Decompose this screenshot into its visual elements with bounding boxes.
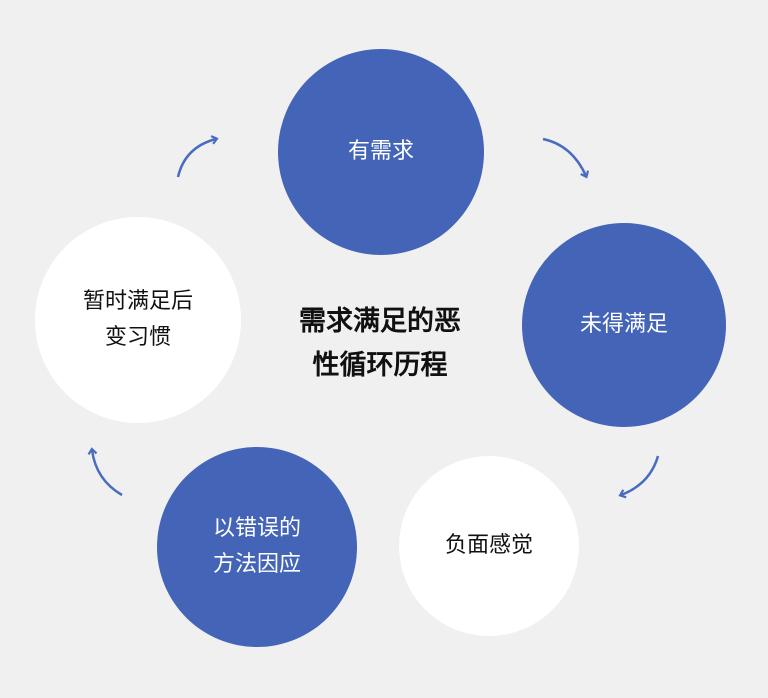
node-need: 有需求 <box>278 49 484 255</box>
node-wrong-response: 以错误的方法因应 <box>157 447 357 647</box>
title-line: 性循环历程 <box>312 350 448 381</box>
node-label: 方法因应 <box>212 552 301 577</box>
node-label: 变习惯 <box>104 325 171 350</box>
title-line: 需求满足的恶 <box>299 306 461 337</box>
node-label: 有需求 <box>347 139 414 164</box>
diagram-title: 需求满足的恶 性循环历程 <box>260 300 500 388</box>
node-habit: 暂时满足后变习惯 <box>35 217 241 423</box>
node-label: 以错误的 <box>212 516 301 541</box>
arrow-left <box>87 447 123 497</box>
node-negative-feeling: 负面感觉 <box>399 456 579 636</box>
arrow-right <box>618 455 660 499</box>
node-unsatisfied: 未得满足 <box>522 223 726 427</box>
node-label: 暂时满足后 <box>82 289 193 314</box>
arrow-top-left <box>176 135 219 178</box>
node-label: 未得满足 <box>579 312 668 337</box>
node-label: 负面感觉 <box>444 533 533 558</box>
arrow-top-right <box>542 137 590 179</box>
